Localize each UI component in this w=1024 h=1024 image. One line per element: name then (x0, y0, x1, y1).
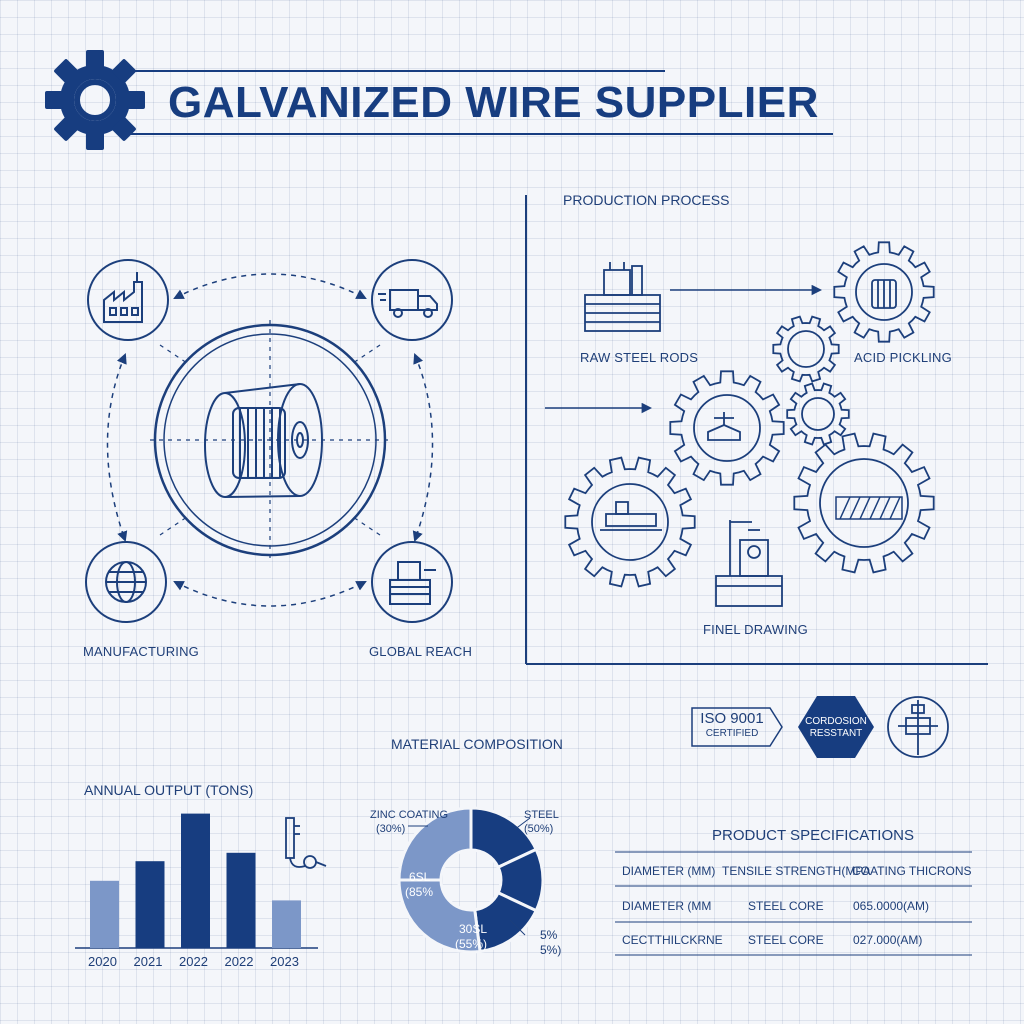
valve-icon (887, 696, 949, 758)
donut-slice (397, 878, 482, 954)
donut-leader-lines (408, 817, 531, 936)
gear-coil-icon (835, 496, 903, 520)
gear-hub (693, 394, 761, 462)
iso-badge: ISO 9001 CERTIFIED (692, 711, 772, 741)
gear-hub (819, 458, 909, 548)
spec-header-cell: TENSILE STRENGTH(MPA (722, 864, 871, 878)
step-raw-label: RAW STEEL RODS (580, 350, 699, 365)
gear-hub (787, 330, 825, 368)
bar-tick-label: 2022 (224, 954, 254, 969)
steel-label-line2: (50%) (524, 823, 554, 835)
factory-icon (87, 259, 169, 341)
spec-header-cell: COATING THICRONS (852, 864, 972, 878)
right-segment-line1: 5% (540, 928, 558, 942)
spec-cell: DIAMETER (MM (622, 899, 712, 913)
spec-cell: 027.000(AM) (853, 933, 923, 947)
material-title: MATERIAL COMPOSITION (391, 736, 563, 752)
specs-title: PRODUCT SPECIFICATIONS (712, 827, 914, 844)
gear-icon (833, 241, 935, 343)
bar-tick-label: 2022 (179, 954, 208, 969)
right-segment-label: 5% 5%) (540, 928, 561, 958)
warehouse-icon (371, 541, 453, 623)
spec-cell: CECTTHILCKRNE (622, 933, 723, 947)
global-reach-label: GLOBAL REACH (369, 644, 473, 659)
bar-tick-label: 2020 (88, 954, 117, 969)
gear-icon (669, 370, 785, 486)
gear-spool-icon (871, 279, 897, 309)
process-title: PRODUCTION PROCESS (563, 192, 730, 208)
spec-cell: 065.0000(AM) (853, 899, 930, 913)
measuring-tool-icon (285, 817, 327, 869)
iso-badge-line1: ISO 9001 (700, 710, 764, 727)
bar (272, 900, 301, 948)
gear-icon (564, 456, 696, 588)
gear-hub (855, 263, 913, 321)
bottom-segment-label: 30SL (55%) (455, 922, 487, 952)
corrosion-badge-line1: CORDOSION (805, 716, 867, 727)
gear-icon (786, 382, 850, 446)
spec-cell: STEEL CORE (748, 933, 824, 947)
zinc-label: ZINC COATING (30%) (370, 808, 448, 836)
manufacturing-label: MANUFACTURING (83, 644, 199, 659)
steel-label-line1: STEEL (524, 809, 559, 821)
drawing-machine-icon (715, 520, 783, 607)
bar (135, 861, 165, 948)
bar-tick-label: 2021 (133, 954, 163, 969)
donut-slice (397, 806, 473, 882)
spec-table-lines (615, 851, 972, 956)
process-frame (525, 195, 988, 665)
left-segment-line2: (85% (405, 885, 434, 899)
zinc-label-line2: (30%) (376, 823, 406, 835)
flow-arrows (545, 284, 823, 414)
raw-steel-rods-icon (584, 262, 661, 332)
corrosion-badge: CORDOSION RESSTANT (798, 716, 874, 740)
corrosion-badge-line2: RESSTANT (809, 728, 863, 739)
gear-icon (793, 432, 935, 574)
hub-diagram (106, 273, 434, 607)
wire-spool-icon (204, 383, 323, 498)
gear-die-icon (707, 412, 741, 441)
left-segment-label: 6SL (85% (405, 870, 433, 900)
right-segment-line2: 5%) (540, 943, 562, 957)
iso-badge-shape (691, 707, 783, 747)
bottom-segment-line1: 30SL (459, 922, 488, 936)
spec-cell: STEEL CORE (748, 899, 824, 913)
page-title: GALVANIZED WIRE SUPPLIER (168, 78, 819, 127)
bar (226, 852, 256, 948)
step-pickling-label: ACID PICKLING (854, 350, 952, 365)
gear-hub (801, 397, 835, 431)
bar-tick-label: 2023 (270, 954, 299, 969)
step-drawing-label: FINEL DRAWING (703, 622, 808, 637)
gear-cluster (564, 241, 935, 588)
corrosion-hex-badge (798, 696, 874, 758)
gear-bath-icon (600, 501, 662, 531)
bar (181, 813, 210, 948)
bottom-segment-line2: (55%) (455, 937, 488, 951)
gear-icon (772, 315, 840, 383)
spec-header-cell: DIAMETER (MM) (622, 864, 716, 878)
gear-hub (591, 483, 669, 561)
left-segment-line1: 6SL (409, 870, 431, 884)
header-rule (130, 70, 833, 135)
iso-badge-line2: CERTIFIED (705, 728, 759, 739)
steel-label: STEEL (50%) (524, 808, 559, 836)
globe-icon (85, 541, 167, 623)
zinc-label-line1: ZINC COATING (370, 809, 449, 821)
delivery-truck-icon (371, 259, 453, 341)
annual-title: ANNUAL OUTPUT (TONS) (84, 782, 254, 798)
bar (90, 880, 119, 948)
logo-gear-icon (45, 50, 145, 150)
donut-chart (397, 806, 545, 954)
bar-chart (75, 813, 318, 949)
